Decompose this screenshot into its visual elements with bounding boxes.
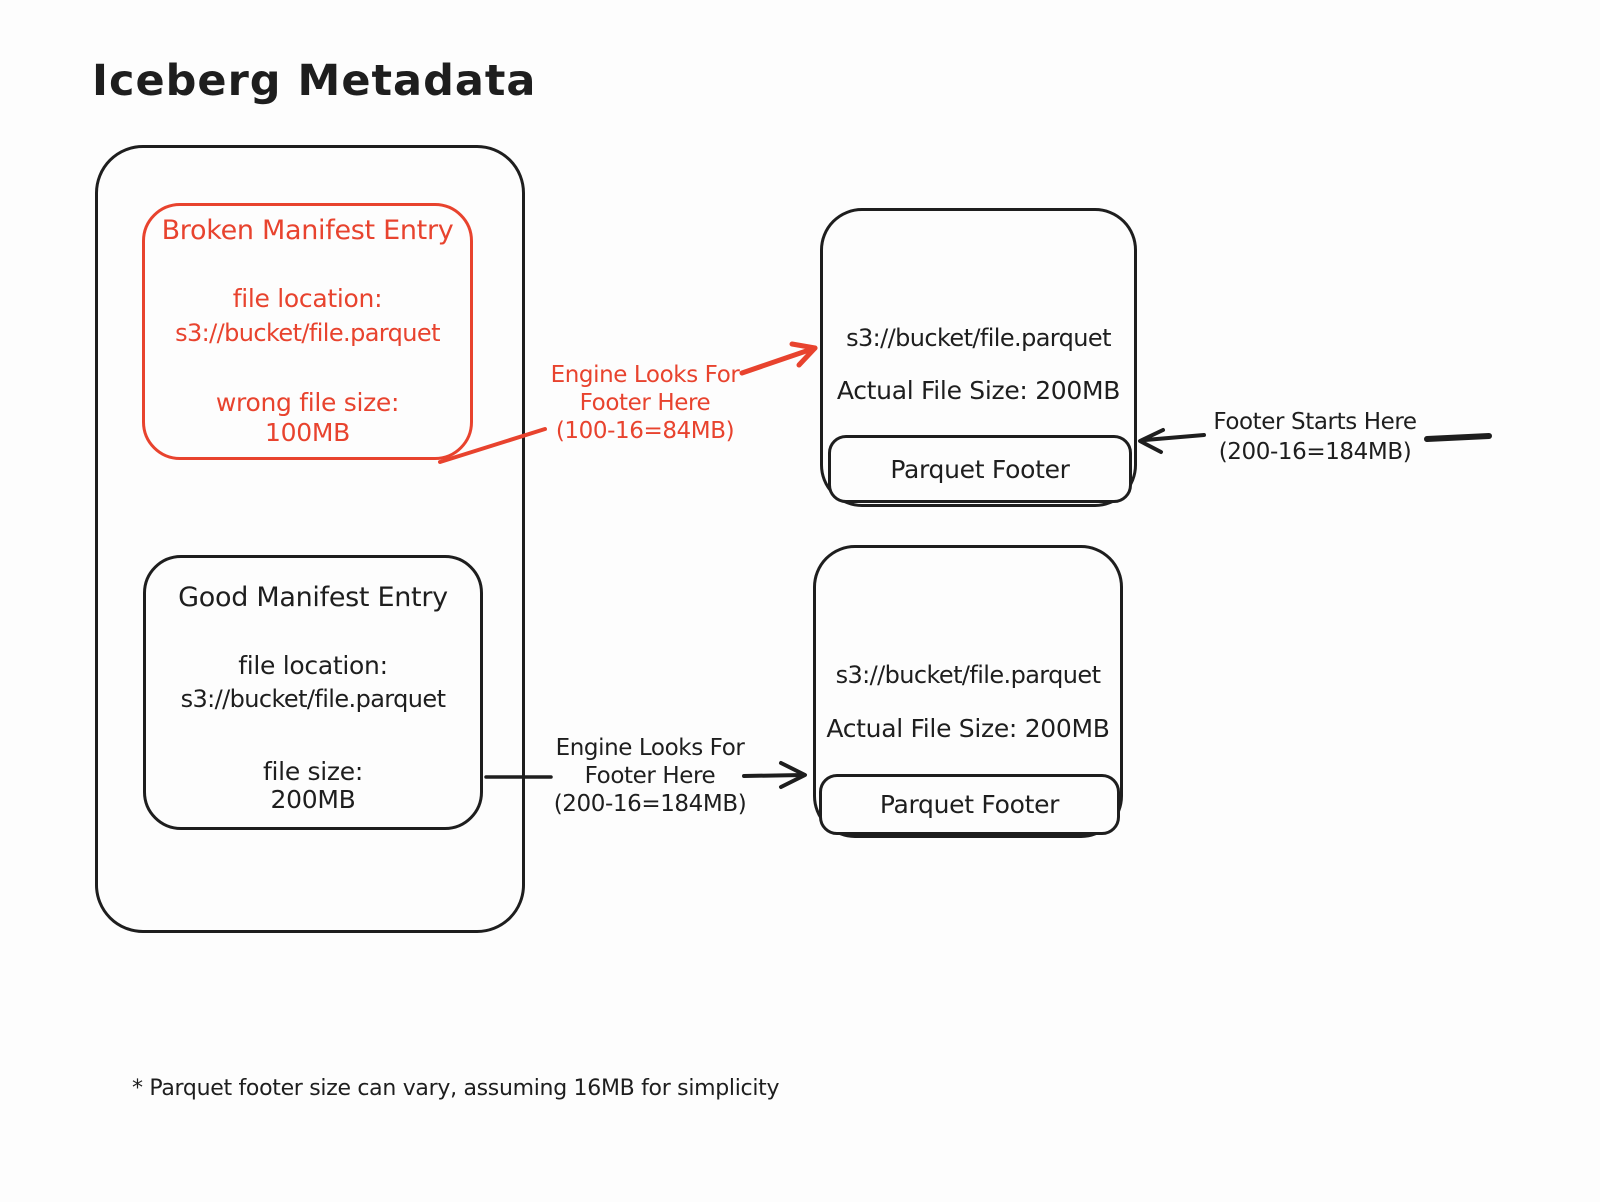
parquet-footer-box-top: Parquet Footer xyxy=(828,435,1132,503)
good-file-location-label: file location: xyxy=(238,651,388,680)
good-arrow-head xyxy=(779,761,807,789)
good-manifest-heading: Good Manifest Entry xyxy=(178,582,448,613)
footer-starts-note: Footer Starts Here (200-16=184MB) xyxy=(1213,409,1417,465)
parquet-footer-label-bottom: Parquet Footer xyxy=(879,790,1060,819)
good-manifest-entry-box: Good Manifest Entry file location: s3://… xyxy=(143,555,483,830)
broken-file-location-label: file location: xyxy=(232,284,383,313)
page-title: Iceberg Metadata xyxy=(92,56,537,106)
broken-file-location-value: s3://bucket/file.parquet xyxy=(175,319,440,347)
good-file-size-value: 200MB xyxy=(270,785,356,814)
good-arrow-line xyxy=(742,773,805,778)
good-file-size-label: file size: xyxy=(263,757,363,786)
parquet-actual-size-top: Actual File Size: 200MB xyxy=(836,376,1121,405)
footer-starts-arrow-head xyxy=(1138,428,1165,454)
parquet-file-box-broken-read: s3://bucket/file.parquet Actual File Siz… xyxy=(820,208,1137,507)
parquet-file-box-good-read: s3://bucket/file.parquet Actual File Siz… xyxy=(813,545,1123,838)
parquet-file-location-bottom: s3://bucket/file.parquet xyxy=(835,661,1101,689)
broken-file-size-value: 100MB xyxy=(265,418,350,447)
parquet-footer-label-top: Parquet Footer xyxy=(890,454,1070,484)
footer-starts-arrow-line xyxy=(1143,433,1206,442)
parquet-file-location-top: s3://bucket/file.parquet xyxy=(846,324,1111,352)
footer-starts-dash xyxy=(1424,433,1492,442)
broken-manifest-entry-box: Broken Manifest Entry file location: s3:… xyxy=(142,203,473,460)
good-file-location-value: s3://bucket/file.parquet xyxy=(180,685,446,713)
footnote: * Parquet footer size can vary, assuming… xyxy=(132,1076,780,1101)
iceberg-metadata-container xyxy=(95,145,525,933)
parquet-footer-box-bottom: Parquet Footer xyxy=(819,774,1120,835)
parquet-actual-size-bottom: Actual File Size: 200MB xyxy=(826,714,1110,743)
broken-file-size-label: wrong file size: xyxy=(215,388,400,417)
broken-arrow-head xyxy=(789,341,818,368)
broken-arrow-line xyxy=(739,345,818,376)
engine-note-broken: Engine Looks For Footer Here (100-16=84M… xyxy=(550,362,740,444)
broken-manifest-heading: Broken Manifest Entry xyxy=(161,215,454,246)
engine-note-good: Engine Looks For Footer Here (200-16=184… xyxy=(553,735,747,817)
